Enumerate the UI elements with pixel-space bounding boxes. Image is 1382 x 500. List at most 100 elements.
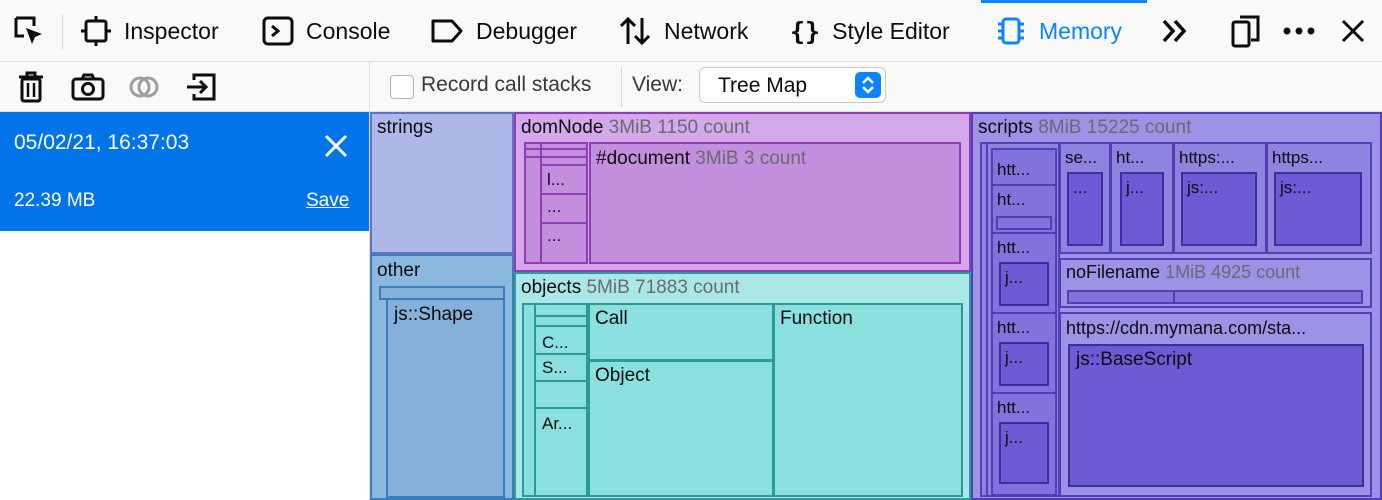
treemap-node[interactable]: htt... ht... htt... j... htt... j... htt… [980,142,1060,497]
node-label: ... [1073,178,1088,197]
treemap-node-object[interactable]: Object [588,360,774,497]
tab-style-editor[interactable]: {} Style Editor [790,0,950,62]
treemap-node-call[interactable]: Call [588,303,774,361]
treemap-node-cdn-script[interactable]: https://cdn.mymana.com/sta... js::BaseSc… [1059,312,1372,497]
take-snapshot-button[interactable] [70,70,106,104]
tab-inspector-label: Inspector [124,17,219,44]
element-picker-button[interactable] [12,0,46,62]
tab-debugger[interactable]: Debugger [430,0,577,62]
treemap-node-domnode[interactable]: domNode 3MiB 1150 count l... ... ... #do… [514,112,971,272]
treemap-node[interactable]: htt... j... [991,392,1057,495]
import-snapshot-button[interactable] [183,70,219,104]
treemap-node[interactable]: ht... [991,184,1057,234]
node-label: js:... [1280,178,1312,197]
treemap-node[interactable] [1173,290,1363,304]
treemap-node[interactable]: C... S... Ar... [522,303,588,497]
more-options-button[interactable] [1282,0,1316,62]
view-select[interactable]: Tree Map [699,67,886,103]
network-icon [619,16,651,46]
node-label: https... [1272,148,1324,167]
treemap-node-nofilename[interactable]: noFilename 1MiB 4925 count [1059,258,1372,308]
save-snapshot-link[interactable]: Save [306,190,350,211]
node-label: scripts 8MiB 15225 count [978,117,1192,138]
treemap-node[interactable]: htt... j... [991,232,1057,314]
treemap-node[interactable]: j... [999,342,1049,386]
treemap-node[interactable] [996,216,1052,230]
treemap-node[interactable]: js:... [1274,172,1362,246]
node-label: ht... [1116,148,1145,167]
meatball-menu-icon [1283,27,1315,35]
tab-inspector[interactable]: Inspector [80,0,219,62]
treemap-node[interactable]: ... [1067,172,1103,246]
node-label: se... [1065,148,1098,167]
node-label: htt... [997,160,1031,179]
treemap-node-document[interactable]: #document 3MiB 3 count [589,142,961,264]
treemap-node-base-script[interactable]: js::BaseScript [1068,344,1364,487]
treemap-node[interactable]: ht... j... [1110,142,1174,254]
select-arrows-icon [855,72,881,98]
treemap-node-scripts[interactable]: scripts 8MiB 15225 count htt... ht... ht… [971,112,1382,500]
node-label: objects 5MiB 71883 count [521,277,740,298]
treemap-node[interactable]: htt... j... [991,312,1057,394]
tab-network[interactable]: Network [618,0,748,62]
inspector-icon [81,16,111,46]
node-label: Call [595,308,628,329]
snapshot-size: 22.39 MB [14,190,96,211]
treemap-node-objects[interactable]: objects 5MiB 71883 count C... S... Ar...… [514,272,971,500]
clear-snapshots-button[interactable] [13,70,49,104]
treemap-node[interactable]: https... js:... [1266,142,1372,254]
treemap-node[interactable]: https:... js:... [1173,142,1267,254]
node-label: js::BaseScript [1076,349,1193,370]
node-label: js::Shape [394,304,474,325]
toolbar-separator [62,14,63,50]
treemap-node-strings[interactable]: strings [370,112,514,254]
tab-console-label: Console [306,17,391,44]
node-label: Function [780,308,853,329]
panel-splitter[interactable] [369,62,370,500]
node-label: other [377,260,421,281]
treemap-node[interactable]: js:... [1181,172,1257,246]
tab-network-label: Network [664,17,749,44]
node-label: C... [542,333,569,352]
camera-icon [71,73,105,101]
close-toolbox-button[interactable] [1340,0,1366,62]
devtools-toolbar: Inspector Console Debugger Network {} St… [0,0,1382,62]
treemap-node[interactable] [1067,290,1175,304]
treemap-node[interactable]: l... ... ... [524,142,588,264]
treemap-node-function[interactable]: Function [773,303,963,497]
tab-memory[interactable]: Memory [981,0,1147,62]
node-label: Object [595,365,650,386]
tab-console[interactable]: Console [262,0,390,62]
overflow-chevrons-icon [1162,19,1187,43]
node-label: j... [1126,178,1144,197]
record-call-stacks-label[interactable]: Record call stacks [421,73,592,96]
node-label: l... [547,170,565,189]
more-tools-button[interactable] [1160,0,1190,62]
node-label: Ar... [542,414,573,433]
snapshot-date: 05/02/21, 16:37:03 [14,131,190,154]
snapshot-item[interactable]: 05/02/21, 16:37:03 22.39 MB Save [0,112,369,231]
treemap-node[interactable]: htt... [991,148,1057,186]
node-label: ht... [997,190,1026,209]
responsive-design-button[interactable] [1230,0,1262,62]
element-picker-icon [14,16,42,44]
tab-memory-label: Memory [1039,17,1123,44]
node-label: htt... [997,238,1031,257]
memory-view-toolbar: Record call stacks View: Tree Map [370,62,1382,112]
node-label: j... [1005,428,1023,447]
close-icon [1341,19,1365,43]
treemap-node[interactable]: j... [1120,172,1164,246]
record-call-stacks-checkbox[interactable] [390,75,414,99]
node-label: #document 3MiB 3 count [596,148,807,169]
braces-icon: {} [790,16,821,46]
diff-snapshots-button[interactable] [126,70,162,104]
treemap-node[interactable]: j... [999,262,1049,306]
treemap-node-js-shape[interactable]: js::Shape [386,298,505,498]
treemap-node-other[interactable]: other js::Shape [370,254,514,500]
node-label: noFilename 1MiB 4925 count [1066,262,1301,282]
delete-snapshot-icon[interactable] [322,132,350,160]
treemap-node[interactable]: se... ... [1059,142,1111,254]
treemap[interactable]: strings other js::Shape domNode 3MiB 115… [370,112,1382,500]
treemap-node[interactable]: j... [999,422,1049,484]
responsive-design-icon [1231,15,1260,48]
